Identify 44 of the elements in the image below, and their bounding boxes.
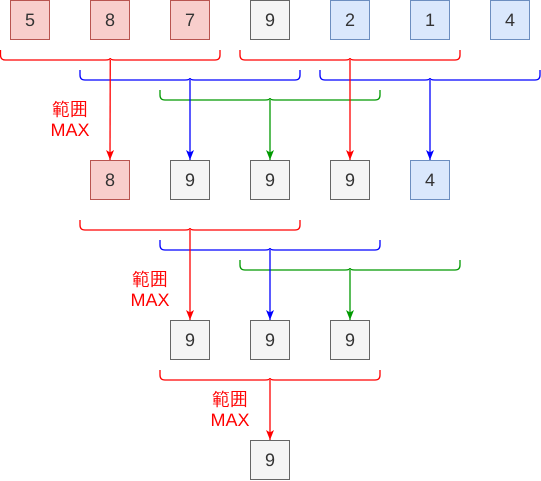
range-max-label: 範囲 MAX [209,389,250,431]
arrow [266,250,274,320]
number-box [410,0,450,40]
arrow [346,270,354,320]
number-box [250,160,290,200]
number-box [170,320,210,360]
number-text: 8 [104,171,115,189]
number-box [90,0,130,40]
number-text: 9 [184,331,195,349]
range-max-label: 範囲 MAX [129,269,170,311]
number-box [330,320,370,360]
number-box [90,160,130,200]
arrow [106,60,114,160]
number-text: 9 [264,171,275,189]
number-box [410,160,450,200]
number-box [330,0,370,40]
number-text: 2 [344,11,355,29]
number-box [10,0,50,40]
number-text: 9 [344,331,355,349]
number-text: 4 [504,11,515,29]
number-text: 9 [264,331,275,349]
number-text: 4 [424,171,435,189]
range-max-label: 範囲 MAX [49,99,90,141]
number-box [250,440,290,480]
number-text: 5 [24,11,35,29]
number-box [170,160,210,200]
number-text: 9 [184,171,195,189]
number-text: 1 [424,11,435,29]
number-box [170,0,210,40]
number-text: 9 [264,451,275,469]
number-text: 7 [184,11,195,29]
number-box [330,160,370,200]
number-text: 9 [344,171,355,189]
arrow [266,380,274,440]
arrow [426,80,434,160]
arrow [186,230,194,320]
number-box [490,0,530,40]
number-box [250,0,290,40]
number-text: 9 [264,11,275,29]
number-box [250,320,290,360]
arrow [266,100,274,160]
arrow [346,60,354,160]
number-text: 8 [104,11,115,29]
arrow [186,80,194,160]
